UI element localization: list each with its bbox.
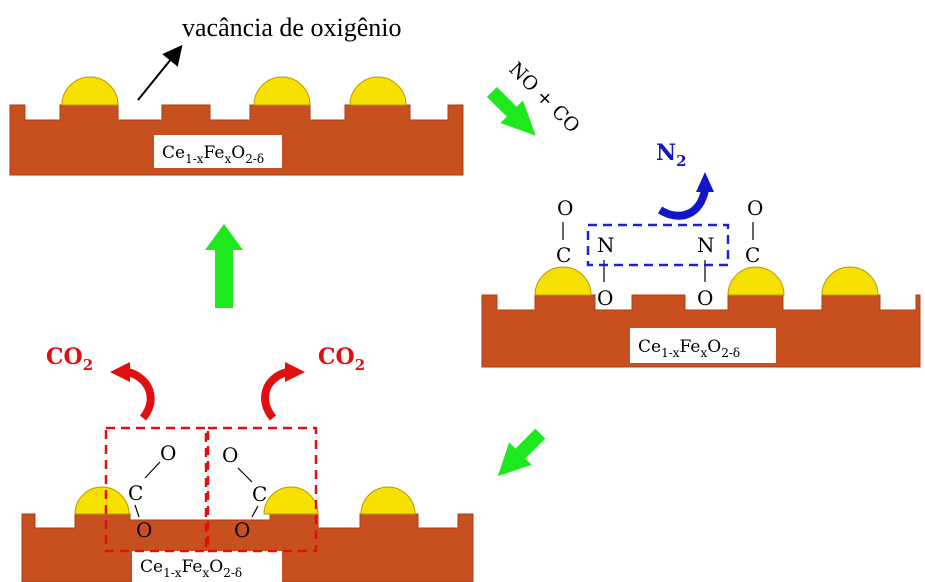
co2-formation-box — [206, 426, 318, 553]
catalyst-label-box — [132, 551, 282, 582]
arrow-step-3 — [205, 224, 243, 308]
n2-label: N2 — [656, 140, 687, 170]
catalyst-label-box — [630, 328, 776, 363]
oxygen-vacancy-label: vacância de oxigênio — [182, 13, 401, 42]
catalyst-label: Ce1-xFexO2-δ — [140, 557, 242, 580]
co2-release-arrow — [126, 368, 155, 421]
panel-bottom-left: Ce1-xFexO2-δ O C O O C O CO2 CO2 — [21, 344, 474, 582]
atom-nitrogen: N — [597, 233, 615, 257]
metal-particle — [74, 486, 130, 515]
metal-particle — [821, 266, 879, 296]
arrow-step-2 — [497, 428, 546, 477]
co2-release-arrowhead — [285, 362, 305, 382]
bond — [134, 504, 140, 518]
vacancy-pointer-arrow — [137, 44, 183, 101]
n2-release-arrow — [657, 188, 709, 220]
bond — [251, 505, 259, 518]
co2-release-arrow — [261, 368, 289, 421]
bond — [237, 467, 253, 483]
atom-carbon: C — [128, 481, 143, 505]
panel-right: Ce1-xFexO2-δ O C O C N O N O N2 — [481, 140, 921, 368]
catalyst-label: Ce1-xFexO2-δ — [638, 337, 740, 360]
co2-release-arrowhead — [110, 362, 130, 382]
metal-particle — [534, 266, 592, 296]
atom-nitrogen: N — [697, 233, 715, 257]
bond — [144, 461, 161, 479]
atom-oxygen: O — [597, 286, 613, 310]
co2-label: CO2 — [46, 344, 93, 374]
atom-oxygen: O — [747, 196, 763, 220]
atom-carbon: C — [745, 243, 760, 267]
atom-oxygen: O — [160, 441, 176, 465]
atom-carbon: C — [556, 243, 571, 267]
metal-particle — [727, 266, 785, 296]
atom-oxygen: O — [222, 443, 238, 467]
arrow-step-1 — [486, 86, 536, 136]
metal-particle — [360, 486, 416, 515]
co2-formation-box — [104, 426, 208, 553]
n2-release-arrowhead — [696, 172, 714, 192]
catalyst-label-box — [154, 135, 282, 168]
metal-particle — [253, 76, 311, 106]
atom-oxygen: O — [557, 196, 573, 220]
atom-oxygen: O — [234, 518, 250, 542]
metal-particle — [349, 76, 407, 106]
panel-top-left: Ce1-xFexO2-δ vacância de oxigênio — [9, 13, 464, 176]
atom-carbon: C — [252, 482, 267, 506]
metal-particle — [61, 76, 119, 106]
atom-oxygen: O — [136, 518, 152, 542]
catalyst-label: Ce1-xFexO2-δ — [162, 143, 264, 166]
co2-label: CO2 — [318, 344, 365, 374]
metal-particle — [263, 486, 319, 515]
atom-oxygen: O — [697, 286, 713, 310]
